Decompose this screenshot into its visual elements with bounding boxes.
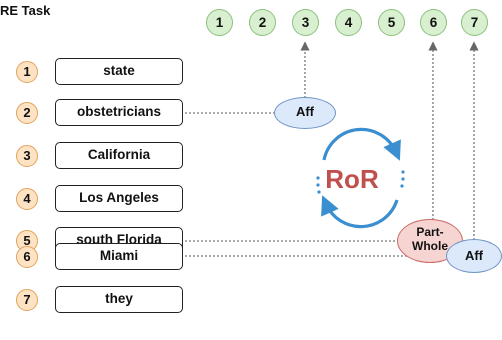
entity-box-california: California bbox=[55, 142, 183, 169]
entity-box-they: they bbox=[55, 286, 183, 313]
cycle-dots bbox=[316, 170, 405, 194]
relation-aff-miami: Aff bbox=[446, 239, 502, 273]
top-node-4: 4 bbox=[335, 9, 362, 36]
relation-aff-obstetricians: Aff bbox=[274, 97, 336, 129]
top-node-1: 1 bbox=[206, 9, 233, 36]
top-node-6: 6 bbox=[420, 9, 447, 36]
entity-index-2: 2 bbox=[16, 102, 38, 124]
top-node-7: 7 bbox=[461, 9, 488, 36]
ror-label: RoR bbox=[325, 164, 379, 194]
entity-box-obstetricians: obstetricians bbox=[55, 99, 183, 126]
entity-index-7: 7 bbox=[16, 289, 38, 311]
entity-box-los-angeles: Los Angeles bbox=[55, 185, 183, 212]
entity-index-4: 4 bbox=[16, 188, 38, 210]
top-node-3: 3 bbox=[292, 9, 319, 36]
entity-box-state: state bbox=[55, 58, 183, 85]
entity-box-miami: Miami bbox=[55, 243, 183, 270]
relation-part-whole: Part- Whole bbox=[397, 219, 463, 263]
top-node-5: 5 bbox=[378, 9, 405, 36]
task-title: RE Task bbox=[0, 3, 51, 18]
top-node-2: 2 bbox=[249, 9, 276, 36]
cycle-arrows-icon bbox=[321, 127, 401, 229]
entity-index-6-visible: 6 bbox=[16, 246, 38, 268]
entity-index-3: 3 bbox=[16, 145, 38, 167]
entity-index-1: 1 bbox=[16, 61, 38, 83]
